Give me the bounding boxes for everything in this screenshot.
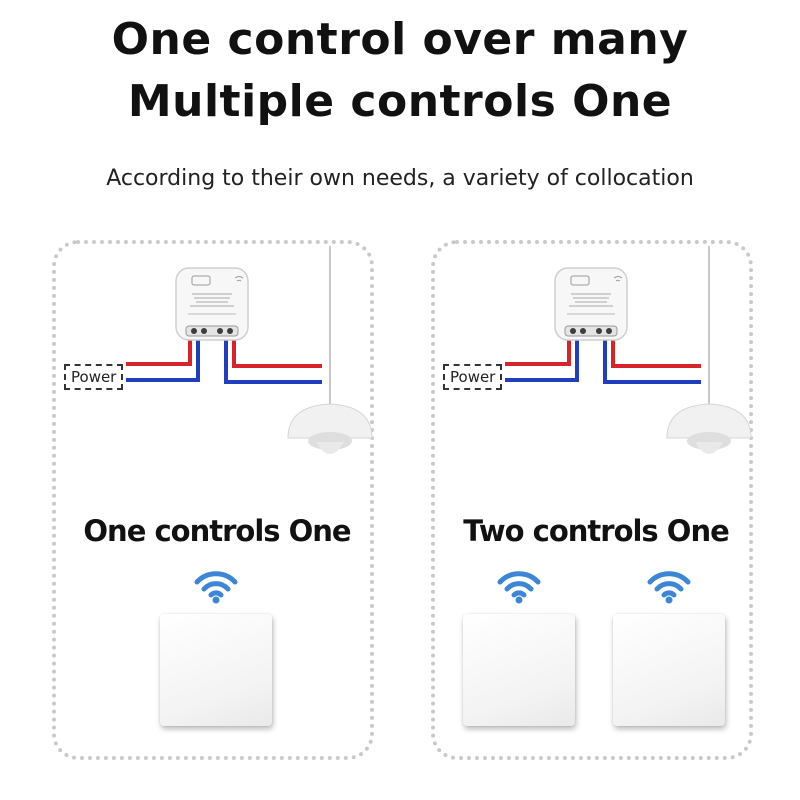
wall-switch[interactable] [613,614,725,726]
relay-module-icon [554,267,628,341]
subheadline: According to their own needs, a variety … [106,166,694,191]
wiring [505,336,701,384]
wifi-signal-icon [647,571,691,604]
panel-one-controls-one: Power One controls One [52,240,374,760]
wifi-signal-icon [194,571,238,604]
panel-two-controls-one: Power Two controls One [431,240,753,760]
wiring [126,336,322,384]
wiring-scene [505,246,752,454]
wall-switch[interactable] [160,614,272,726]
power-label: Power [443,364,503,390]
headline-line-1: One control over many [111,14,689,65]
relay-module-icon [175,267,249,341]
wiring-scene [126,246,373,454]
power-label: Power [64,364,124,390]
mode-title: One controls One [83,514,351,548]
wifi-signal-icon [497,571,541,604]
headline-line-2: Multiple controls One [127,76,673,127]
mode-title: Two controls One [463,514,730,548]
pendant-lamp-icon [287,246,373,454]
pendant-lamp-icon [666,246,752,454]
wall-switch[interactable] [463,614,575,726]
